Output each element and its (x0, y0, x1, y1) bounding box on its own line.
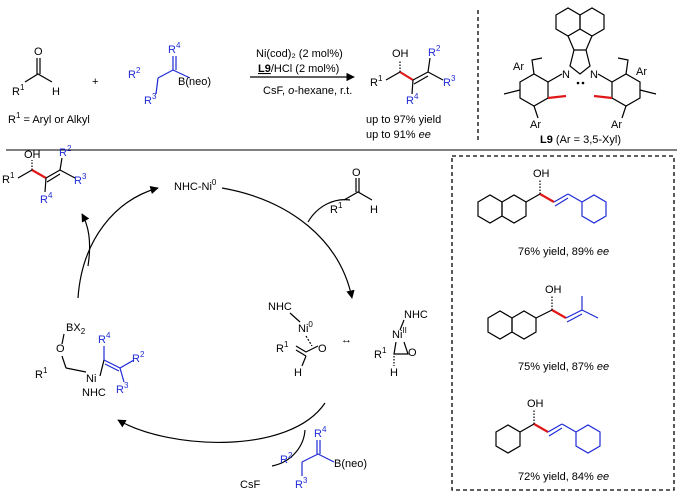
ee-summary: up to 91% ee (366, 129, 431, 141)
ni-aldehyde-complex: NHC Ni0 O R1 H (268, 301, 327, 379)
svg-text:R3: R3 (144, 92, 157, 107)
plus-sign: + (92, 76, 98, 88)
boronate-entry-arrow (271, 429, 306, 467)
svg-text:N: N (590, 69, 598, 81)
csf-reagent: CsF (240, 479, 260, 491)
cycle-boronate: R4 R2 R3 B(neo) (280, 425, 367, 491)
svg-text:Ni0: Ni0 (298, 320, 313, 335)
svg-text:O: O (34, 46, 43, 58)
svg-text:NHC: NHC (82, 387, 106, 399)
product-release-arrow (81, 213, 91, 267)
cycle-arrow-left (77, 185, 159, 299)
svg-text:R3: R3 (74, 172, 87, 187)
svg-text:H: H (370, 204, 378, 216)
svg-text:OH: OH (392, 48, 409, 60)
examples-box (451, 155, 675, 491)
cycle-aldehyde: O H R1 (330, 167, 378, 216)
ligand-l9-structure: N N Ar Ar Ar Ar (503, 7, 657, 131)
cycle-arrow-right-top (221, 187, 355, 299)
svg-text:R3: R3 (295, 476, 308, 491)
svg-text:B(neo): B(neo) (178, 76, 211, 88)
example-3-structure: OH (495, 398, 601, 454)
svg-text:Ar: Ar (513, 61, 524, 73)
cycle-product: OH R1 R2 R3 R4 (2, 144, 87, 206)
svg-text:H: H (390, 367, 398, 379)
svg-text:R2: R2 (132, 350, 145, 365)
svg-text:B(neo): B(neo) (334, 458, 367, 470)
svg-text:OH: OH (533, 168, 550, 180)
example-3-yield: 72% yield, 84% ee (518, 471, 609, 483)
oxanickelacyclopropane: NHC NiII O R1 H (374, 309, 428, 379)
svg-text:R2: R2 (128, 66, 141, 81)
svg-text:R1: R1 (35, 366, 48, 381)
svg-text:R4: R4 (168, 41, 181, 56)
svg-text:R1: R1 (374, 346, 387, 361)
svg-text:H: H (294, 367, 302, 379)
svg-text:Ar: Ar (611, 119, 622, 131)
svg-text:OH: OH (24, 149, 41, 161)
cycle-arrow-bottom (117, 402, 326, 443)
svg-text:R3: R3 (116, 381, 129, 396)
svg-text:NHC: NHC (404, 309, 428, 321)
svg-text:L9/HCl (2 mol%): L9/HCl (2 mol%) (258, 63, 339, 75)
reaction-conditions: Ni(cod)₂ (2 mol%) L9/HCl (2 mol%) CsF, o… (250, 48, 355, 97)
svg-text:R1: R1 (2, 171, 15, 186)
svg-text:NHC: NHC (268, 301, 292, 313)
svg-text:CsF, o-hexane, r.t.: CsF, o-hexane, r.t. (263, 85, 352, 97)
svg-text:R4: R4 (406, 92, 419, 107)
svg-text:R4: R4 (98, 331, 111, 346)
svg-text:R4: R4 (314, 425, 327, 440)
svg-text:NiII: NiII (392, 326, 407, 341)
svg-text:H: H (52, 86, 60, 98)
r1-definition: R1 = Aryl or Alkyl (8, 111, 90, 126)
example-1-yield: 76% yield, 89% ee (518, 246, 609, 258)
svg-text:R3: R3 (443, 74, 456, 89)
svg-text:OH: OH (545, 284, 562, 296)
svg-text:R2: R2 (428, 44, 441, 59)
svg-text:R1: R1 (12, 83, 25, 98)
equilibrium-arrow: ↔ (341, 334, 352, 346)
svg-text:R1: R1 (276, 340, 289, 355)
svg-text:O: O (56, 343, 65, 355)
ni-alkoxide-intermediate: BX2 O R1 Ni R4 R2 R3 NHC (35, 322, 145, 399)
nhc-ni-catalyst: NHC-Ni0 (174, 178, 217, 193)
example-1-structure: OH (477, 168, 607, 224)
svg-text:O: O (318, 343, 327, 355)
example-2-yield: 75% yield, 87% ee (518, 361, 609, 373)
svg-text:O: O (408, 347, 417, 359)
svg-text:BX2: BX2 (66, 322, 86, 336)
svg-text:N: N (562, 69, 570, 81)
svg-text:R1: R1 (330, 201, 343, 216)
vinyl-boronate-reactant: R4 R2 R3 B(neo) (128, 41, 211, 107)
svg-text:R2: R2 (280, 451, 293, 466)
svg-text:O: O (352, 167, 361, 179)
svg-text:Ar: Ar (636, 66, 647, 78)
svg-text:Ar: Ar (530, 119, 541, 131)
top-product: OH R1 R2 R3 R4 (370, 44, 456, 107)
svg-text:R4: R4 (40, 191, 53, 206)
svg-text:Ni(cod)₂ (2 mol%): Ni(cod)₂ (2 mol%) (256, 48, 343, 60)
yield-summary: up to 97% yield (366, 114, 441, 126)
aldehyde-entry-arrow (307, 199, 351, 223)
svg-text:Ni: Ni (86, 373, 96, 385)
example-2-structure: OH (487, 284, 599, 340)
aldehyde-reactant: O H R1 (12, 46, 60, 98)
svg-text:OH: OH (527, 398, 544, 410)
svg-text:R1: R1 (370, 74, 383, 89)
svg-text:R2: R2 (59, 144, 72, 159)
ligand-caption: L9 (Ar = 3,5-Xyl) (540, 134, 621, 146)
